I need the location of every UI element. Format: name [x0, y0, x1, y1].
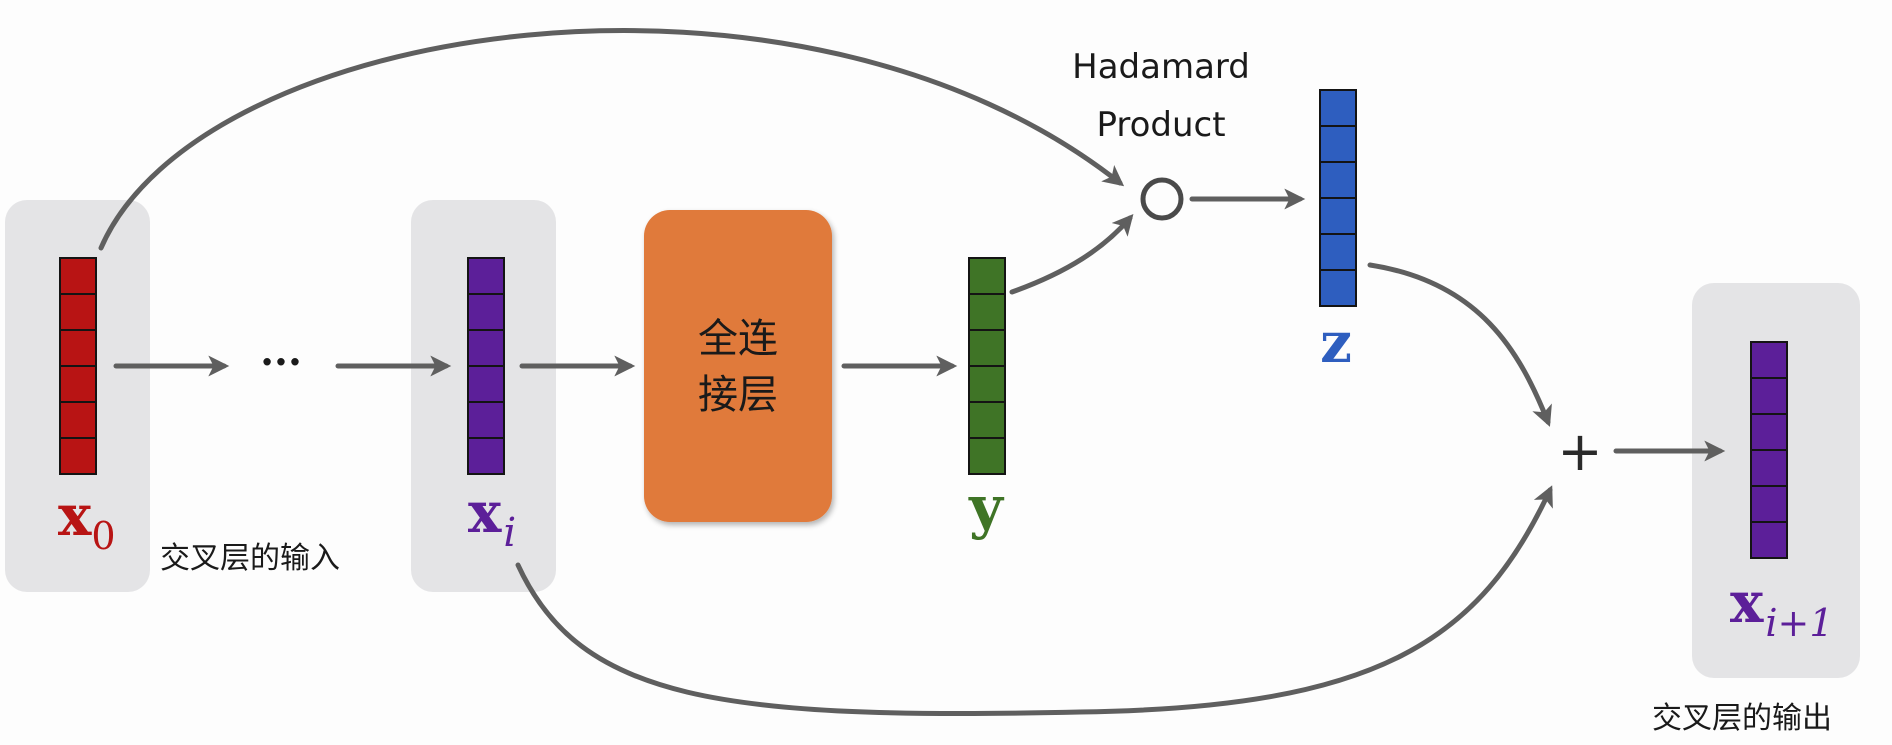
xi-vector [467, 257, 505, 475]
input-caption: 交叉层的输入 [160, 541, 340, 576]
fc-layer-block [644, 210, 832, 522]
vector-cell [1319, 161, 1357, 199]
y-vector [968, 257, 1006, 475]
y-label: y [968, 473, 1005, 541]
vector-cell [1319, 269, 1357, 307]
vector-cell [59, 329, 97, 367]
vector-cell [1750, 377, 1788, 415]
vector-cell [59, 293, 97, 331]
xi-label: xi [468, 480, 516, 556]
fc-layer-label-line1: 全连 [698, 316, 778, 362]
vector-cell [968, 365, 1006, 403]
vector-cell [1319, 89, 1357, 127]
vector-cell [59, 401, 97, 439]
vector-cell [968, 437, 1006, 475]
xout-vector [1750, 341, 1788, 559]
plus-operator: + [1557, 420, 1602, 483]
vector-cell [467, 293, 505, 331]
vector-cell [1319, 233, 1357, 271]
x0-label: x0 [58, 483, 116, 558]
arrow-z-to-plus [1367, 262, 1552, 427]
vector-cell [1319, 197, 1357, 235]
vector-cell [59, 257, 97, 295]
arrow-xi-to-plus [515, 485, 1553, 717]
vector-cell [467, 329, 505, 367]
x0-vector [59, 257, 97, 475]
hadamard-label-line2: Product [1096, 105, 1225, 145]
xout-label: xi+1 [1730, 570, 1834, 645]
arrow-y-to-hadamard [1009, 214, 1134, 295]
vector-cell [467, 365, 505, 403]
vector-cell [1750, 449, 1788, 487]
vector-cell [467, 437, 505, 475]
hadamard-label-line1: Hadamard [1072, 47, 1250, 87]
vector-cell [968, 401, 1006, 439]
vector-cell [1750, 485, 1788, 523]
vector-cell [1750, 521, 1788, 559]
output-caption: 交叉层的输出 [1652, 701, 1832, 736]
vector-cell [59, 365, 97, 403]
vector-cell [467, 257, 505, 295]
vector-cell [968, 257, 1006, 295]
hadamard-product-node [1140, 177, 1184, 221]
vector-cell [59, 437, 97, 475]
vector-cell [1750, 413, 1788, 451]
fc-layer-label-line2: 接层 [698, 372, 778, 418]
vector-cell [1319, 125, 1357, 163]
arrow-x0-to-hadamard [98, 28, 1125, 251]
ellipsis: ··· [260, 339, 302, 386]
z-vector [1319, 89, 1357, 307]
vector-cell [467, 401, 505, 439]
vector-cell [968, 329, 1006, 367]
z-label: z [1320, 310, 1352, 376]
vector-cell [968, 293, 1006, 331]
vector-cell [1750, 341, 1788, 379]
